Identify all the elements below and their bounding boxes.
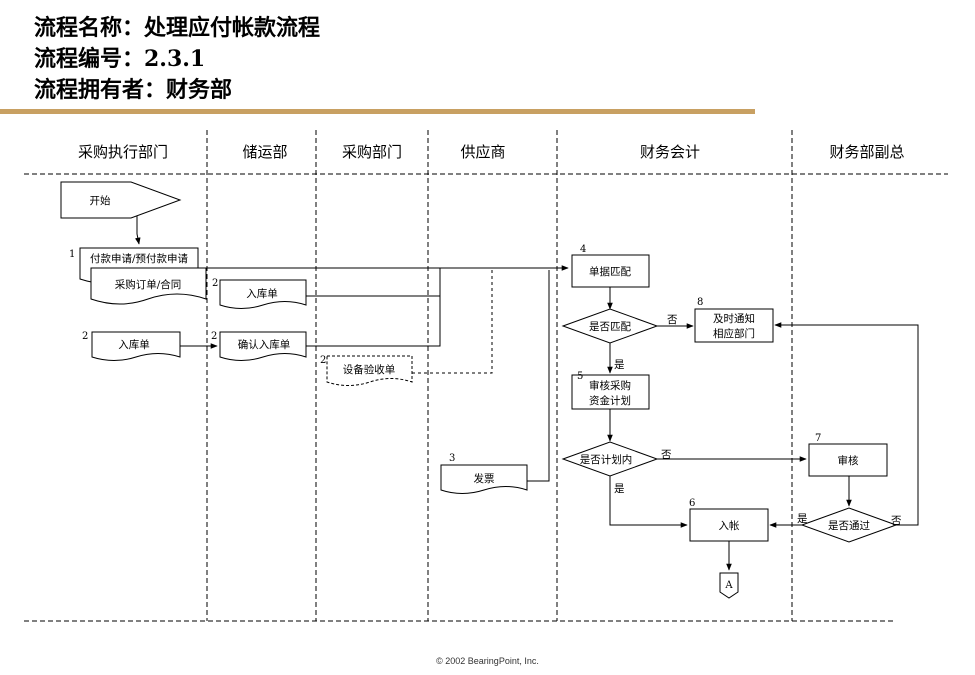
purchase-order-doc: 采购订单/合同 2: [90, 267, 218, 305]
receipt-storage-label: 入库单: [246, 287, 278, 300]
passed-no-label: 否: [891, 515, 902, 527]
lane-header-finance-vp: 财务部副总: [829, 143, 904, 161]
process-owner: 流程拥有者：财务部: [34, 77, 233, 103]
is-match-yes-label: 是: [614, 359, 625, 371]
start-node: 开始: [60, 181, 182, 219]
passed-yes-label: 是: [797, 513, 808, 525]
confirm-receipt-label: 确认入库单: [238, 338, 291, 351]
review-label-line1: 审核采购: [589, 379, 631, 392]
passed-label: 是否通过: [828, 519, 870, 532]
start-label: 开始: [90, 194, 111, 207]
in-plan-no-label: 否: [661, 449, 672, 461]
step-number-4: 4: [580, 244, 586, 255]
step-number-6: 6: [689, 498, 695, 509]
lane-header-storage: 储运部: [242, 143, 287, 161]
receipt-left-doc: 入库单 2: [82, 331, 181, 361]
process-number: 流程编号：2.3.1: [34, 46, 206, 72]
lane-header-purchasing-execution: 采购执行部门: [78, 143, 168, 161]
lane-header-accounting: 财务会计: [640, 143, 700, 161]
lane-grid: [24, 130, 948, 622]
lane-header-supplier: 供应商: [460, 143, 505, 161]
step-number-1: 1: [69, 249, 75, 260]
is-match-decision: 是否匹配 否 是: [561, 308, 678, 371]
step-number-2a: 2: [212, 278, 218, 289]
post-label: 入帐: [719, 519, 740, 532]
equipment-acceptance-doc: 设备验收单 2: [320, 355, 413, 386]
lane-header-purchasing: 采购部门: [342, 143, 402, 161]
is-match-no-label: 否: [667, 314, 678, 326]
invoice-label: 发票: [474, 472, 495, 485]
vp-review-box: 审核 7: [808, 433, 888, 477]
in-plan-yes-label: 是: [614, 483, 625, 495]
lane-headers: 采购执行部门 储运部 采购部门 供应商 财务会计 财务部副总: [78, 143, 905, 161]
step-number-2c: 2: [211, 331, 217, 342]
step-number-2d: 2: [320, 355, 326, 366]
step-number-2b: 2: [82, 331, 88, 342]
invoice-doc: 发票 3: [440, 453, 528, 494]
purchase-order-label: 采购订单/合同: [115, 278, 182, 291]
receipt-left-label: 入库单: [118, 338, 150, 351]
notify-label-line2: 相应部门: [713, 327, 755, 340]
connector-a: A: [719, 572, 739, 599]
connectors: [135, 214, 919, 571]
process-name: 流程名称：处理应付帐款流程: [34, 15, 321, 41]
review-plan-box: 审核采购 资金计划 5: [571, 371, 650, 410]
doc-match-label: 单据匹配: [589, 265, 631, 278]
copyright: © 2002 BearingPoint, Inc.: [436, 656, 539, 666]
confirm-receipt-doc: 确认入库单 2: [211, 331, 307, 361]
passed-decision: 是否通过 是 否: [797, 507, 902, 543]
in-plan-label: 是否计划内: [580, 453, 633, 466]
equipment-acceptance-label: 设备验收单: [343, 363, 396, 376]
is-match-label: 是否匹配: [589, 321, 631, 333]
vp-review-label: 审核: [838, 454, 859, 467]
step-number-7: 7: [815, 433, 821, 444]
step-number-3: 3: [449, 453, 455, 464]
connector-a-label: A: [724, 580, 733, 591]
post-box: 入帐 6: [689, 498, 769, 542]
header-rule: [0, 109, 755, 114]
payment-request-label: 付款申请/预付款申请: [90, 252, 189, 265]
notify-box: 及时通知 相应部门 8: [694, 297, 774, 343]
review-label-line2: 资金计划: [589, 394, 631, 407]
doc-match-box: 单据匹配 4: [571, 244, 650, 288]
receipt-storage-doc: 入库单: [219, 279, 307, 309]
notify-label-line1: 及时通知: [713, 312, 755, 325]
in-plan-decision: 是否计划内 否 是: [561, 441, 672, 495]
step-number-5: 5: [577, 371, 583, 382]
step-number-8: 8: [697, 297, 703, 308]
